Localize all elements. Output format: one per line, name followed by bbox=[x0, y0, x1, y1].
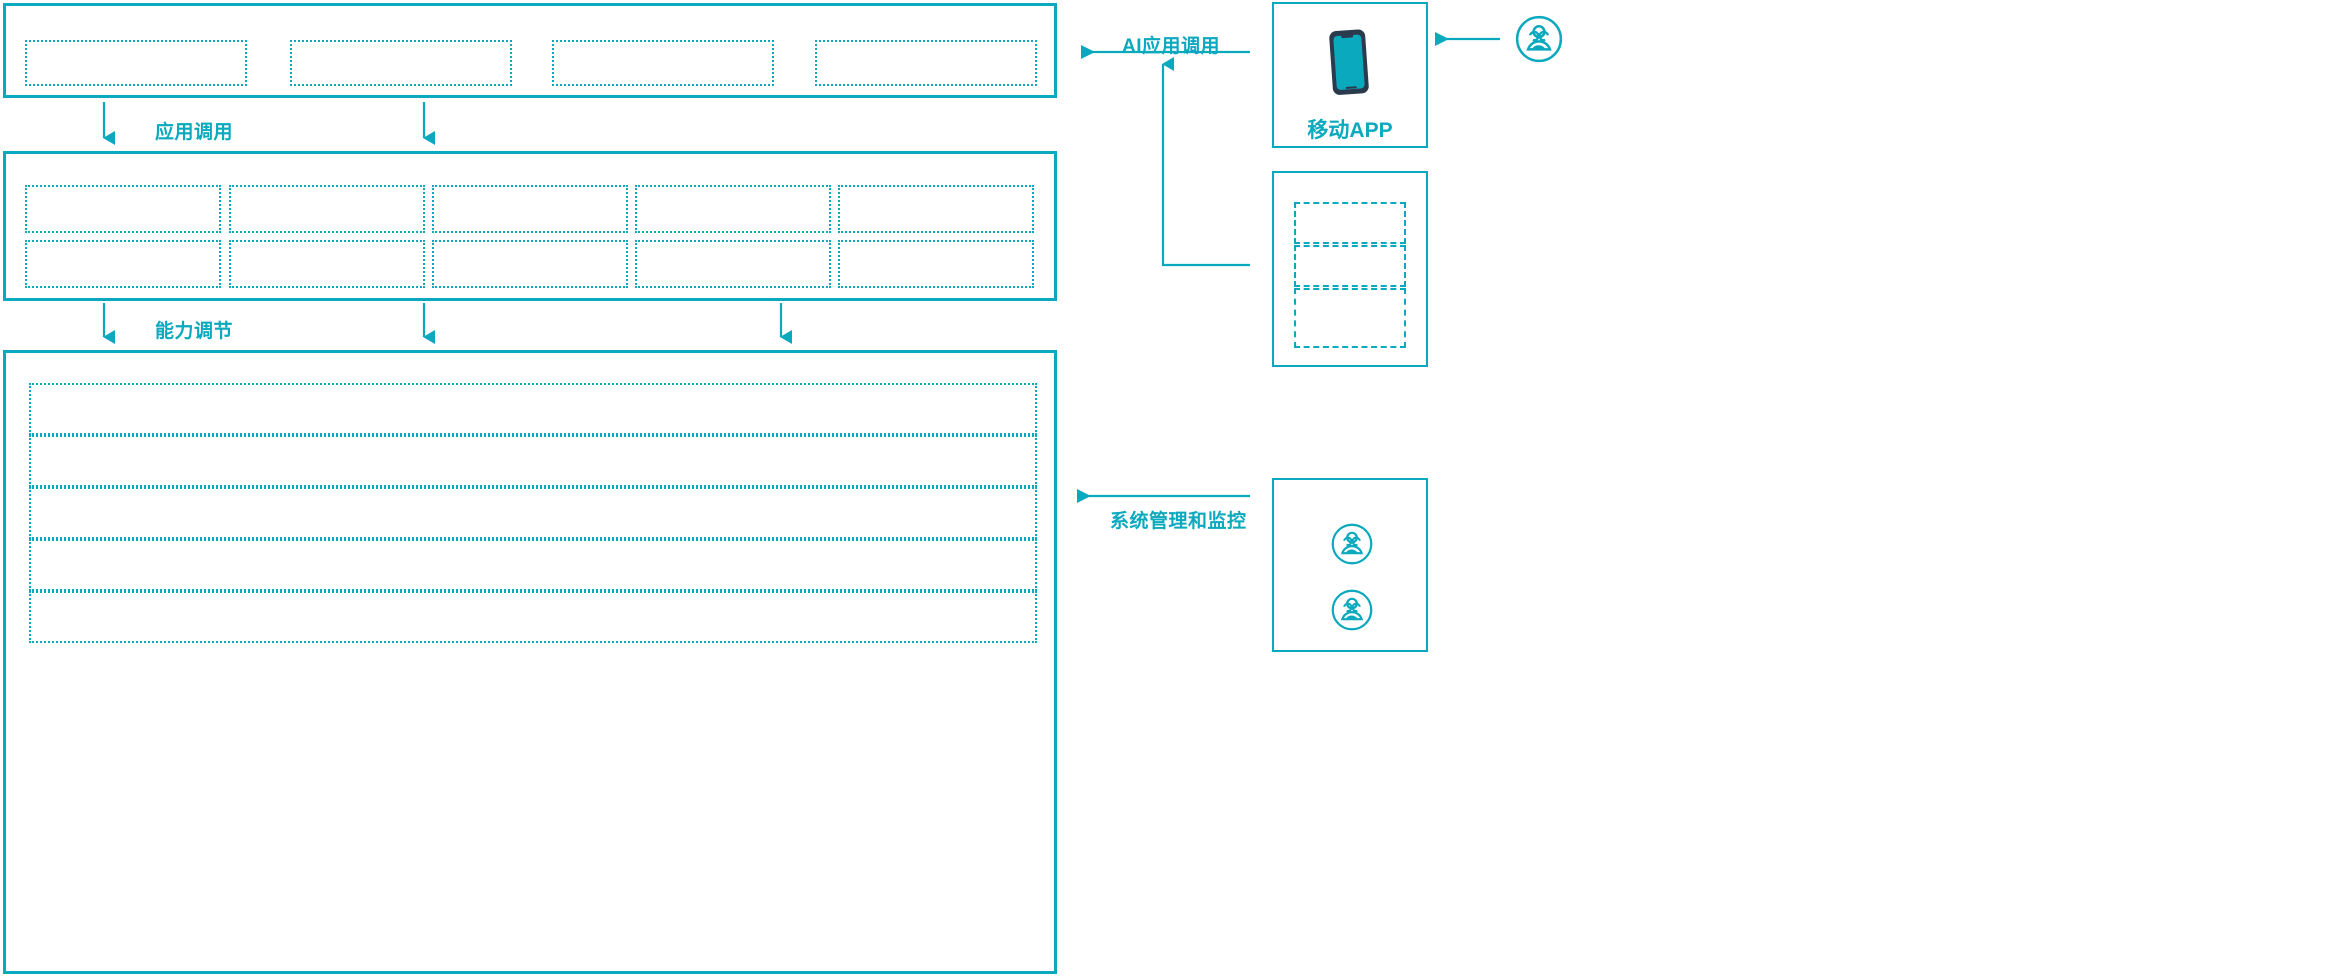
channel-list-item[interactable] bbox=[1294, 245, 1406, 287]
capability-cell[interactable] bbox=[229, 185, 425, 233]
mobile-app-caption: 移动APP bbox=[1307, 119, 1393, 142]
channel-list-panel bbox=[1272, 171, 1428, 367]
platform-row[interactable] bbox=[29, 591, 1037, 643]
application-cell[interactable] bbox=[290, 40, 512, 86]
channel-list-item[interactable] bbox=[1294, 288, 1406, 348]
flow-label-ai-application-call: AI应用调用 bbox=[1122, 36, 1221, 57]
smartphone-icon bbox=[1324, 26, 1380, 103]
mobile-app-panel[interactable]: 移动APP bbox=[1272, 2, 1428, 148]
capability-layer bbox=[3, 151, 1057, 301]
application-cell[interactable] bbox=[25, 40, 247, 86]
flow-label-application-call: 应用调用 bbox=[155, 122, 234, 143]
flow-label-capability-adjust: 能力调节 bbox=[155, 321, 234, 342]
platform-row[interactable] bbox=[29, 539, 1037, 591]
capability-cell[interactable] bbox=[25, 185, 221, 233]
application-layer bbox=[3, 3, 1057, 98]
platform-row[interactable] bbox=[29, 435, 1037, 487]
admin-users-panel bbox=[1272, 478, 1428, 652]
channel-list-item[interactable] bbox=[1294, 202, 1406, 244]
platform-layer bbox=[3, 350, 1057, 974]
platform-row[interactable] bbox=[29, 383, 1037, 435]
users-group-icon[interactable] bbox=[1330, 522, 1374, 571]
capability-cell[interactable] bbox=[838, 240, 1034, 288]
capability-cell[interactable] bbox=[432, 185, 628, 233]
flow-label-system-management: 系统管理和监控 bbox=[1110, 511, 1247, 532]
platform-row[interactable] bbox=[29, 487, 1037, 539]
capability-cell[interactable] bbox=[838, 185, 1034, 233]
capability-cell[interactable] bbox=[25, 240, 221, 288]
users-group-icon[interactable] bbox=[1330, 588, 1374, 637]
capability-cell[interactable] bbox=[432, 240, 628, 288]
capability-cell[interactable] bbox=[635, 240, 831, 288]
end-user-actor-icon[interactable] bbox=[1514, 14, 1564, 69]
capability-cell[interactable] bbox=[229, 240, 425, 288]
capability-cell[interactable] bbox=[635, 185, 831, 233]
application-cell[interactable] bbox=[815, 40, 1037, 86]
application-cell[interactable] bbox=[552, 40, 774, 86]
